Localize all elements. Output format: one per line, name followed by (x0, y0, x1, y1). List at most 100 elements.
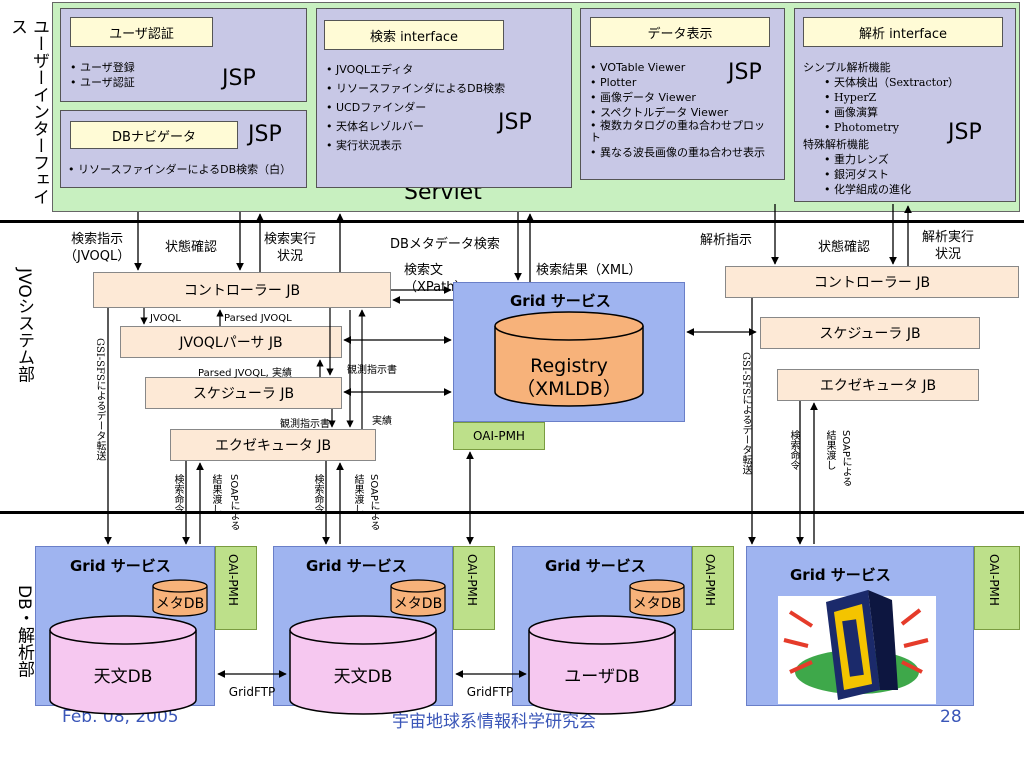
server-computer-icon (778, 590, 936, 704)
label-search-cmd-1: 検索命令 (172, 474, 183, 514)
label-status-check-left: 状態確認 (165, 240, 218, 255)
db-navigator-title: DBナビゲータ (70, 121, 238, 149)
separator-jvo-db (0, 511, 1024, 514)
list-item: リソースファインダーによるDB検索（白） (68, 162, 298, 177)
search-interface-list: JVOQLエディタ リソースファインダによるDB検索 UCDファインダー 天体名… (326, 60, 505, 155)
oai-pmh-label: OAI-PMH (987, 554, 1001, 606)
registry-db-cylinder: Registry（XMLDB） (494, 311, 644, 407)
label-search-result: 検索結果（XML） (536, 263, 642, 278)
data-display-title: データ表示 (590, 17, 770, 47)
gridftp-label-2: GridFTP (467, 685, 513, 699)
label-analysis-cmd: 解析指示 (700, 233, 753, 248)
list-item: ユーザ登録 (70, 60, 135, 75)
list-item: 天体検出（Sextractor） (824, 75, 959, 90)
list-item: 重力レンズ (824, 152, 911, 167)
label-search-cmd-2: 検索命令 (312, 474, 323, 514)
jsp-label: JSP (498, 110, 532, 135)
jsp-label: JSP (222, 66, 256, 91)
analysis-simple-list: 天体検出（Sextractor） HyperZ 画像演算 Photometry (824, 75, 959, 135)
tiny-parsed-jvoql: Parsed JVOQL (224, 313, 292, 324)
jsp-label: JSP (728, 60, 762, 85)
label-db-meta-search: DBメタデータ検索 (390, 237, 500, 252)
jsp-label: JSP (948, 120, 982, 145)
list-item: 実行状況表示 (326, 136, 505, 155)
label-result-pass-1: 結果渡し (210, 474, 221, 514)
section-label-jvo: JVOシステム部 (14, 268, 34, 383)
grid-service-title: Grid サービス (790, 566, 891, 584)
list-item: 銀河ダスト (824, 167, 911, 182)
gsi-label-right: GSI-SFSによるデータ転送 (740, 352, 751, 475)
meta-db-cylinder-1: メタDB (152, 579, 208, 617)
section-label-db: DB・解析部 (14, 585, 34, 678)
list-item: 複数カタログの重ね合わせプロット (590, 120, 765, 144)
footer-meeting: 宇宙地球系情報科学研究会 (392, 712, 596, 732)
label-search-cmd: 検索指示 （JVOQL） (64, 232, 131, 264)
data-display-list: VOTable Viewer Plotter 画像データ Viewer スペクト… (590, 60, 765, 159)
oai-pmh-box (974, 546, 1020, 630)
registry-db-label: Registry（XMLDB） (516, 355, 622, 400)
section-label-ui: ユーザーインターフェイス (7, 18, 49, 205)
scheduler-jb-left: スケジューラ JB (145, 377, 342, 409)
list-item: HyperZ (824, 90, 959, 105)
analysis-simple-head: シンプル解析機能 (803, 61, 891, 74)
tiny-jvoql: JVOQL (150, 313, 181, 324)
oai-pmh-label: OAI-PMH (465, 554, 479, 606)
gsi-label-left: GSI-SFSによるデータ転送 (94, 338, 105, 461)
label-result-pass-3: 結果渡し (824, 430, 835, 470)
user-auth-list: ユーザ登録 ユーザ認証 (70, 60, 135, 90)
meta-db-label: メタDB (156, 596, 204, 612)
label-soap-3: SOAPによる (840, 430, 851, 487)
astro-db-cylinder-1: 天文DB (49, 615, 197, 715)
astro-db-label: 天文DB (334, 667, 393, 687)
meta-db-cylinder-3: メタDB (629, 579, 685, 617)
db-navigator-list: リソースファインダーによるDB検索（白） (68, 162, 298, 177)
grid-service-title: Grid サービス (306, 557, 407, 575)
list-item: Plotter (590, 75, 765, 90)
list-item: VOTable Viewer (590, 60, 765, 75)
user-db-label: ユーザDB (564, 667, 639, 687)
oai-pmh-label: OAI-PMH (226, 554, 240, 606)
label-result-pass-2: 結果渡し (352, 474, 363, 514)
search-interface-title: 検索 interface (324, 20, 504, 50)
tiny-obs-instr-2: 観測指示書 (280, 419, 330, 430)
list-item: 化学組成の進化 (824, 182, 911, 197)
jsp-label: JSP (248, 122, 282, 147)
executor-jb-right: エクゼキュータ JB (777, 369, 979, 401)
tiny-parsed-jvoql-result: Parsed JVOQL, 実績 (198, 368, 292, 379)
list-item: UCDファインダー (326, 98, 505, 117)
footer-page: 28 (940, 707, 962, 727)
oai-pmh-box (692, 546, 734, 630)
analysis-special-list: 重力レンズ 銀河ダスト 化学組成の進化 (824, 152, 911, 197)
separator-ui-jvo (0, 220, 1024, 223)
registry-grid-title: Grid サービス (510, 292, 611, 310)
user-auth-title: ユーザ認証 (70, 17, 213, 47)
list-item: ユーザ認証 (70, 75, 135, 90)
analysis-special-head: 特殊解析機能 (803, 138, 869, 151)
label-soap-2: SOAPによる (368, 474, 379, 531)
text-line: Registry (530, 355, 608, 377)
astro-db-label: 天文DB (94, 667, 153, 687)
controller-jb-right: コントローラー JB (725, 266, 1019, 298)
label-status-check-right: 状態確認 (818, 240, 871, 255)
list-item: JVOQLエディタ (326, 60, 505, 79)
list-item: 画像演算 (824, 105, 959, 120)
gridftp-label-1: GridFTP (229, 685, 275, 699)
list-item: スペクトルデータ Viewer (590, 105, 765, 120)
analysis-interface-title: 解析 interface (803, 17, 1003, 47)
tiny-result: 実績 (372, 416, 392, 427)
executor-jb-left: エクゼキュータ JB (170, 429, 376, 461)
registry-oai-pmh: OAI-PMH (453, 422, 545, 450)
jvoql-parser-jb: JVOQLパーサ JB (120, 326, 342, 358)
controller-jb-left: コントローラー JB (93, 272, 391, 308)
list-item: 異なる波長画像の重ね合わせ表示 (590, 147, 765, 159)
tiny-obs-instr-1: 観測指示書 (347, 365, 397, 376)
meta-db-cylinder-2: メタDB (390, 579, 446, 617)
astro-db-cylinder-2: 天文DB (289, 615, 437, 715)
label-search-cmd-3: 検索命令 (788, 430, 799, 470)
label-search-status: 検索実行 状況 (264, 232, 317, 264)
scheduler-jb-right: スケジューラ JB (760, 317, 980, 349)
grid-service-title: Grid サービス (545, 557, 646, 575)
grid-service-title: Grid サービス (70, 557, 171, 575)
label-soap-1: SOAPによる (228, 474, 239, 531)
